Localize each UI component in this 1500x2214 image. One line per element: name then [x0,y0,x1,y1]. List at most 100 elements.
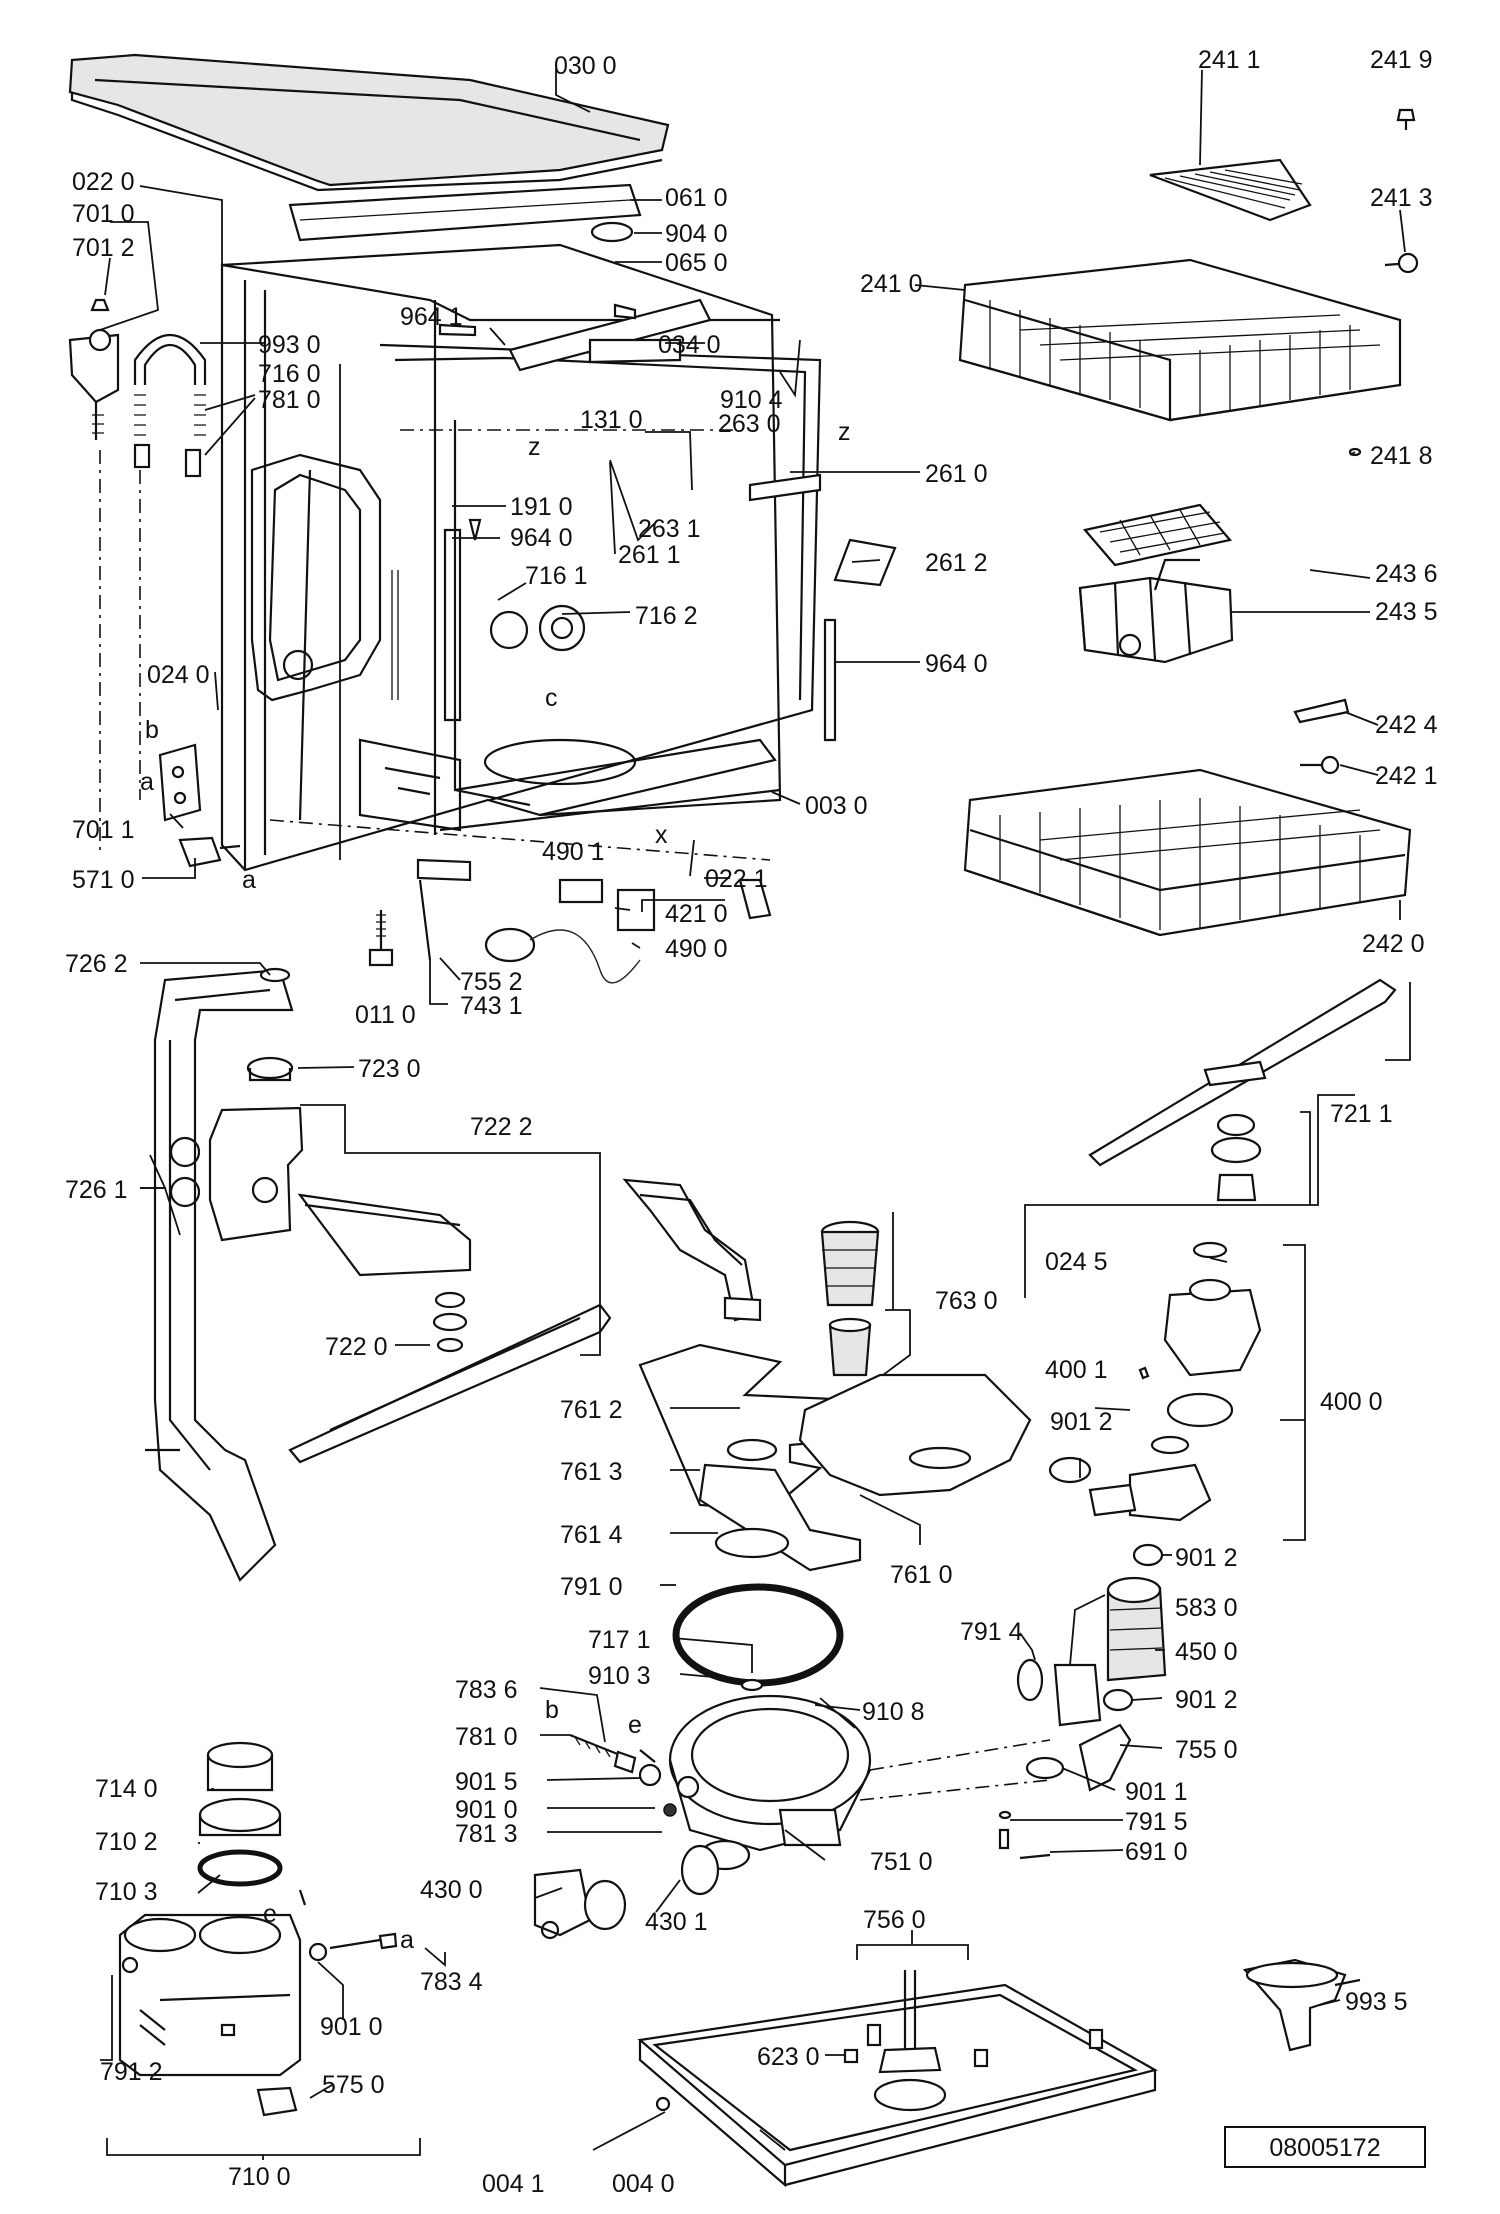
cutlery-basket-243-drawing [1078,503,1234,664]
part-label-400-1: 400 1 [1045,1356,1108,1384]
part-label-241-1: 241 1 [1198,46,1261,74]
part-label-761-4: 761 4 [560,1521,623,1549]
part-label-964-0-b: 964 0 [925,650,988,678]
connection-letter-c: c [545,684,558,712]
part-label-717-1: 717 1 [588,1626,651,1654]
part-label-791-4: 791 4 [960,1618,1023,1646]
part-label-781-0: 781 0 [258,386,321,414]
part-label-191-0: 191 0 [510,493,573,521]
part-label-701-1: 701 1 [72,816,135,844]
part-label-450-0: 450 0 [1175,1638,1238,1666]
connection-letter-e-2: e [263,1900,277,1928]
part-label-714-0: 714 0 [95,1775,158,1803]
part-label-901-0-b: 901 0 [320,2013,383,2041]
insulation-061-drawing [288,183,642,242]
part-label-761-3: 761 3 [560,1458,623,1486]
part-label-761-2: 761 2 [560,1396,623,1424]
part-label-571-0: 571 0 [72,866,135,894]
cap-904-drawing [590,221,634,243]
part-label-901-5: 901 5 [455,1768,518,1796]
softener-unit-710-drawing [118,1741,398,2117]
part-label-691-0: 691 0 [1125,1838,1188,1866]
part-label-791-0: 791 0 [560,1573,623,1601]
inlet-hose-993-drawing [99,334,207,850]
part-label-034-0: 034 0 [658,331,721,359]
part-label-243-5: 243 5 [1375,598,1438,626]
cutlery-shelf-241-1-drawing [1149,158,1312,222]
part-label-721-1: 721 1 [1330,1100,1393,1128]
connection-letter-b-2: b [545,1696,559,1724]
part-label-490-0: 490 0 [665,935,728,963]
heater-parts-783-781-901-drawing [569,1733,720,1896]
part-label-910-8: 910 8 [862,1698,925,1726]
part-label-910-3: 910 3 [588,1662,651,1690]
part-label-901-2-b: 901 2 [1175,1544,1238,1572]
part-label-490-1: 490 1 [542,838,605,866]
float-switch-756-drawing [655,1970,947,2112]
part-label-421-0: 421 0 [665,900,728,928]
part-label-716-1: 716 1 [525,562,588,590]
riser-pipe-drawing [622,1178,762,1322]
part-label-242-4: 242 4 [1375,711,1438,739]
part-label-583-0: 583 0 [1175,1594,1238,1622]
part-label-716-0: 716 0 [258,360,321,388]
part-label-791-2: 791 2 [100,2058,163,2086]
part-label-242-1: 242 1 [1375,762,1438,790]
seal-ring-791-drawing [672,1583,844,1687]
part-label-022-1: 022 1 [705,865,768,893]
part-label-430-1: 430 1 [645,1908,708,1936]
connection-letter-a-2: a [242,866,256,894]
part-number-labels: 030 0 022 0 701 0 701 2 061 0 904 0 065 … [65,46,1438,2198]
base-plate-004-drawing [637,1983,1158,2188]
part-label-710-0: 710 0 [228,2163,291,2191]
part-label-901-1: 901 1 [1125,1778,1188,1806]
part-label-430-0: 430 0 [420,1876,483,1904]
lower-basket-242-drawing [963,698,1412,937]
door-seal-frame-drawing [250,453,399,702]
hinge-743-755-drawing [416,858,472,961]
part-label-261-2: 261 2 [925,549,988,577]
part-label-242-0: 242 0 [1362,930,1425,958]
part-label-964-1: 964 1 [400,303,463,331]
part-label-901-2-a: 901 2 [1050,1408,1113,1436]
part-label-722-2: 722 2 [470,1113,533,1141]
basket-parts-241-3-241-8-241-9-drawing [1348,108,1419,457]
part-label-756-0: 756 0 [863,1906,926,1934]
part-label-910-4: 910 4 [720,386,783,414]
connection-letter-e-1: e [628,1711,642,1739]
connection-letter-x: x [655,821,668,849]
part-label-065-0: 065 0 [665,249,728,277]
part-label-716-2: 716 2 [635,602,698,630]
tub-cabinet-drawing [220,243,897,920]
part-label-701-0: 701 0 [72,200,135,228]
part-label-400-0: 400 0 [1320,1388,1383,1416]
part-label-763-0: 763 0 [935,1287,998,1315]
part-label-004-0: 004 0 [612,2170,675,2198]
part-label-723-0: 723 0 [358,1055,421,1083]
part-label-241-9: 241 9 [1370,46,1433,74]
part-label-241-8: 241 8 [1370,442,1433,470]
connection-letter-z-1: z [528,433,541,461]
part-label-575-0: 575 0 [322,2071,385,2099]
part-label-241-3: 241 3 [1370,184,1433,212]
water-inlet-valve-701-drawing [68,298,120,440]
connection-letter-z-2: z [838,418,851,446]
part-label-743-1: 743 1 [460,992,523,1020]
part-label-791-5: 791 5 [1125,1808,1188,1836]
part-label-004-1: 004 1 [482,2170,545,2198]
connection-letter-a-3: a [400,1926,414,1954]
part-label-726-2: 726 2 [65,950,128,978]
pressostat-571-drawing [178,836,241,868]
sump-cover-761-drawing [638,1343,1032,1572]
part-label-722-0: 722 0 [325,1333,388,1361]
part-label-623-0: 623 0 [757,2043,820,2071]
leader-lines [99,68,1411,2160]
part-label-726-1: 726 1 [65,1176,128,1204]
part-label-783-4: 783 4 [420,1968,483,1996]
part-label-904-0: 904 0 [665,220,728,248]
upper-spray-arm-722-drawing [288,1291,612,1464]
document-number-box: 08005172 [1224,2126,1426,2168]
connection-letter-b-1: b [145,716,159,744]
part-label-755-0: 755 0 [1175,1736,1238,1764]
